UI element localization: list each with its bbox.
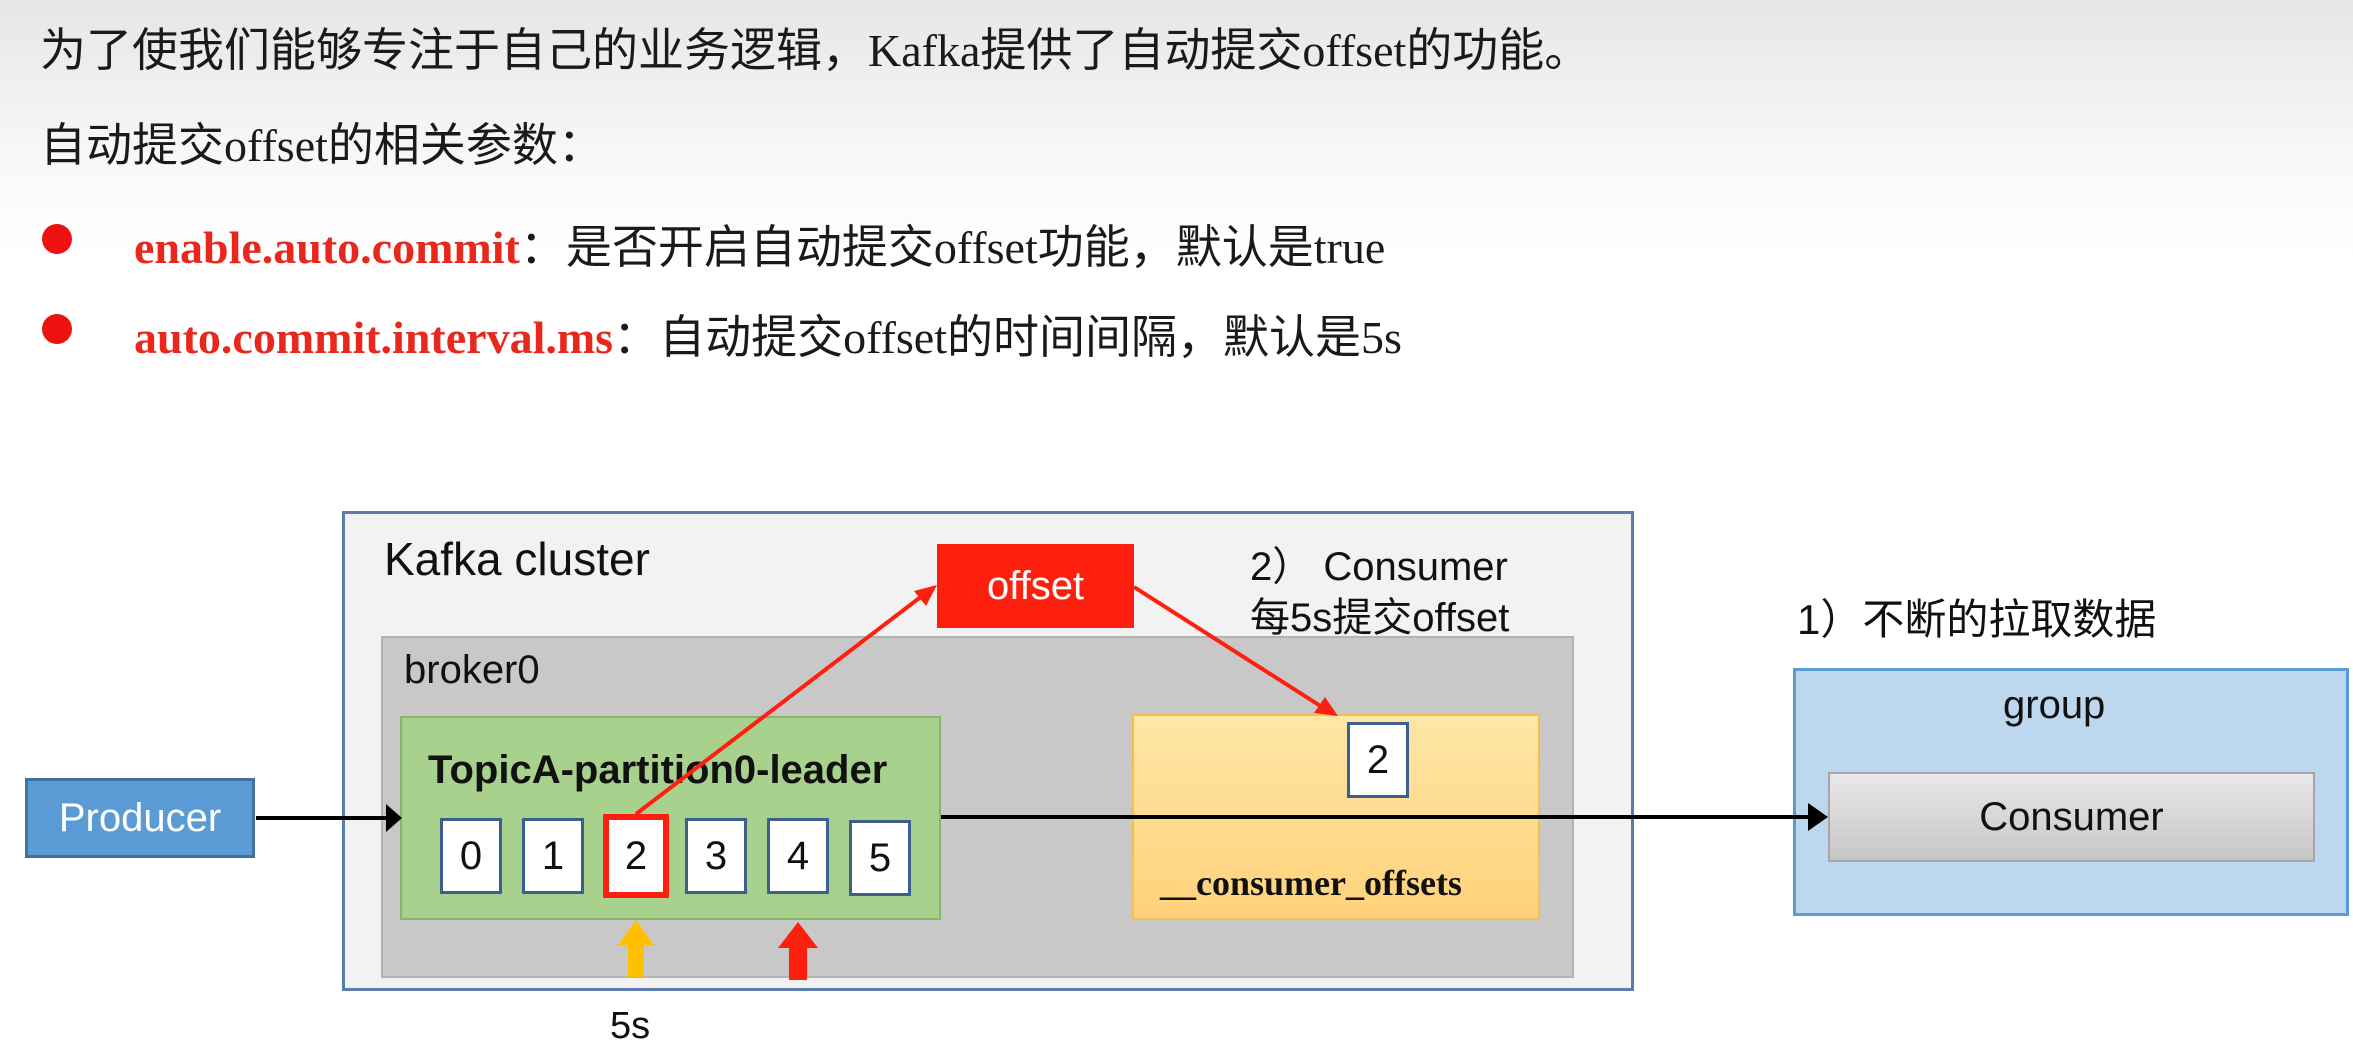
partition-cell-5: 5 [849,820,911,896]
param-name: enable.auto.commit [134,222,520,273]
intro-line-1-suffix: 提供了自动提交offset的功能。 [980,25,1591,76]
bullet-dot [42,314,72,344]
offset-box: offset [937,544,1134,628]
consumer-offsets-cell: 2 [1347,722,1409,798]
producer-arrowhead [386,804,402,832]
red-up-arrow [778,922,818,980]
partition-cell-4: 4 [767,818,829,894]
commit-note-line-2: 每5s提交offset [1250,596,1510,640]
yellow-up-arrow [618,920,654,977]
cell-to-offset-arrow [634,594,924,816]
kafka-cluster-label: Kafka cluster [384,533,650,585]
param-item-enable-auto-commit: enable.auto.commit：是否开启自动提交offset功能，默认是t… [134,211,1385,277]
consumer-box: Consumer [1828,772,2315,862]
offset-to-commit-arrow [1132,585,1324,709]
commit-note-line-1: 2） Consumer [1250,545,1508,589]
param-desc: ：自动提交offset的时间间隔，默认是5s [613,312,1402,363]
partition-cell-0: 0 [440,818,502,894]
partition-label: TopicA-partition0-leader [428,748,888,792]
group-label: group [2003,683,2106,727]
offset-label: offset [986,563,1085,608]
producer-box: Producer [25,778,255,858]
interval-label: 5s [610,1005,651,1047]
intro-line-1-kafka: Kafka [868,25,981,76]
intro-line-1: 为了使我们能够专注于自己的业务逻辑，Kafka提供了自动提交offset的功能。 [40,14,1590,80]
consumer-arrowhead [1808,803,1828,831]
partition-cell-2: 2 [603,814,669,898]
param-name: auto.commit.interval.ms [134,312,614,363]
consumer-label: Consumer [1979,794,2164,839]
partition-cell-1: 1 [522,818,584,894]
bullet-dot [42,224,72,254]
consumer-offsets-label: __consumer_offsets [1160,863,1462,903]
producer-label: Producer [58,795,222,840]
param-item-auto-commit-interval: auto.commit.interval.ms：自动提交offset的时间间隔，… [134,301,1402,367]
partition-cell-3: 3 [685,818,747,894]
broker-label: broker0 [404,648,540,692]
param-desc: ：是否开启自动提交offset功能，默认是true [519,222,1386,273]
commit-arrowhead [1314,697,1338,716]
intro-line-2: 自动提交offset的相关参数： [40,120,604,171]
offset-arrowhead [914,585,937,606]
intro-line-1-prefix: 为了使我们能够专注于自己的业务逻辑， [40,25,868,76]
pull-note: 1）不断的拉取数据 [1797,596,2157,643]
